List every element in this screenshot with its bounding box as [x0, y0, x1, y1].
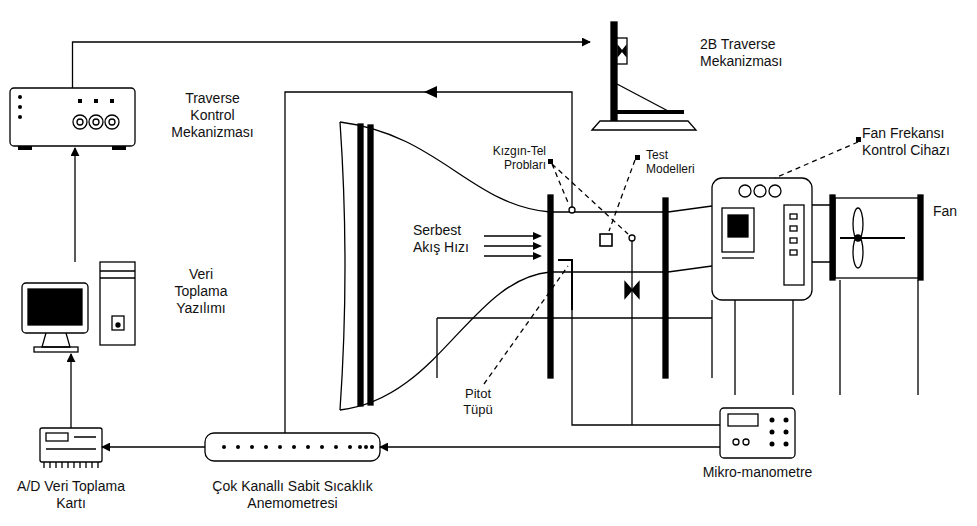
pc-tower — [100, 262, 135, 345]
device-label: Fan Frekansı Kontrol Cihazı — [862, 125, 972, 159]
device-node: Traverse Kontrol Mekanizması — [10, 88, 135, 148]
test-section — [550, 212, 665, 272]
callout-label: Kızgın-Tel Probları — [462, 144, 546, 173]
device-label: Traverse Kontrol Mekanizması — [165, 90, 260, 140]
device-label: Fan — [933, 203, 969, 220]
device-node: Mikro-manometre — [720, 408, 795, 458]
device-node: Fan Frekansı Kontrol Cihazı — [712, 178, 812, 300]
test-model — [600, 234, 612, 246]
fan-controller — [712, 178, 812, 300]
device-label: A/D Veri Toplama Kartı — [14, 478, 128, 512]
callout-label: Test Modelleri — [646, 148, 708, 177]
device-label: Çok Kanallı Sabit Sıcaklık Anemometresi — [200, 478, 385, 512]
device-node: A/D Veri Toplama Kartı — [40, 428, 102, 468]
traverse-control-box — [10, 88, 135, 146]
device-node: Fan — [835, 195, 925, 280]
pitot-tube — [558, 260, 572, 310]
monitor — [22, 283, 88, 333]
signal-connector — [380, 446, 720, 447]
micro-manometer — [720, 408, 795, 458]
device-node: 2B Traverse Mekanizması — [590, 22, 696, 130]
valve-symbol — [625, 282, 639, 298]
callout-label: Serbest Akış Hızı — [413, 222, 481, 256]
signal-connector — [102, 446, 205, 447]
signal-connector — [70, 354, 71, 428]
support-frame — [437, 280, 918, 395]
leader-line — [552, 164, 628, 234]
ad-card — [40, 428, 102, 462]
pressure-line — [572, 310, 720, 425]
anemometer-box — [205, 433, 380, 461]
signal-connector — [73, 42, 591, 88]
fan-housing — [835, 198, 920, 278]
signal-connector — [74, 148, 75, 262]
hot-wire-probe — [569, 207, 575, 213]
callout-label: Pitot Tüpü — [450, 386, 506, 417]
probe-cable — [285, 92, 572, 433]
device-node: Çok Kanallı Sabit Sıcaklık Anemometresi — [205, 433, 380, 461]
device-node: Veri Toplama Yazılımı — [20, 262, 135, 354]
device-label: Mikro-manometre — [692, 464, 823, 481]
device-label: 2B Traverse Mekanizması — [700, 36, 795, 70]
device-label: Veri Toplama Yazılımı — [165, 266, 237, 316]
traverse-post — [611, 22, 617, 122]
